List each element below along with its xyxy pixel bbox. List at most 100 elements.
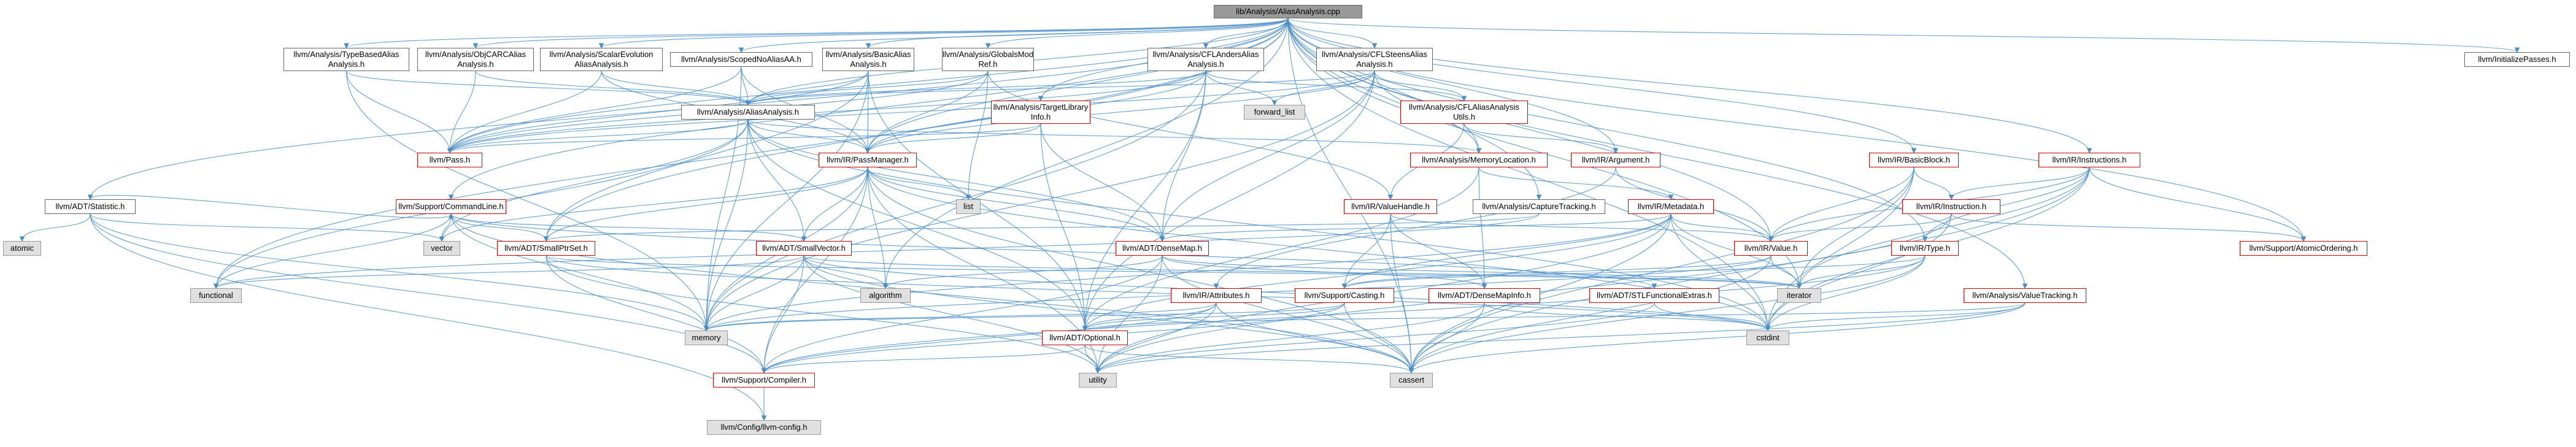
node-functional[interactable]: functional	[190, 288, 242, 303]
edge-statistic-to-vector	[90, 213, 445, 242]
node-instruction[interactable]: llvm/IR/Instruction.h	[1902, 199, 2000, 214]
node-instructions[interactable]: llvm/IR/Instructions.h	[2038, 153, 2140, 167]
node-label: llvm/Analysis/CaptureTracking.h	[1482, 202, 1596, 211]
node-valuetracking[interactable]: llvm/Analysis/ValueTracking.h	[1964, 288, 2086, 303]
edge-instructions-to-atomicordering	[2089, 167, 2307, 242]
node-label: llvm/Pass.h	[429, 155, 471, 164]
edge-cflsteens-to-pass	[447, 71, 1375, 154]
edge-globalsmod-to-aliasanalysis	[745, 71, 989, 106]
node-memory[interactable]: memory	[685, 330, 728, 345]
edge-smallvector-to-cstdint	[803, 255, 1771, 332]
edge-cflsteens-to-passmanager	[865, 71, 1375, 154]
node-capturetracking[interactable]: llvm/Analysis/CaptureTracking.h	[1473, 199, 1605, 214]
edge-cflanders-to-cflutils	[1205, 71, 1467, 102]
edge-smallvector-to-memory	[703, 255, 804, 332]
edge-type-to-casting	[1341, 255, 1926, 289]
edge-casting-to-memory	[703, 302, 1345, 332]
node-value[interactable]: llvm/IR/Value.h	[1734, 241, 1808, 256]
edge-memloc-to-densemapinfo	[1478, 167, 1487, 289]
edge-densemap-to-iterator	[1162, 255, 1802, 289]
node-pass[interactable]: llvm/Pass.h	[417, 153, 482, 167]
node-label: llvm/ADT/Statistic.h	[55, 202, 125, 211]
node-label: Utils.h	[1452, 112, 1476, 121]
node-list[interactable]: list	[956, 199, 981, 214]
node-label: llvm/Support/Casting.h	[1304, 291, 1385, 300]
edge-metadata-to-optional	[1082, 213, 1672, 332]
edge-metadata-to-cassert	[1408, 213, 1672, 374]
edge-commandline-to-smallptrset	[450, 213, 549, 242]
node-forwardlist[interactable]: forward_list	[1244, 105, 1305, 120]
node-scopednoalias[interactable]: llvm/Analysis/ScopedNoAliasAA.h	[670, 52, 812, 67]
node-argument[interactable]: llvm/IR/Argument.h	[1571, 153, 1660, 167]
node-label: llvm/IR/PassManager.h	[827, 155, 909, 164]
edge-valuetracking-to-utility	[1095, 302, 2026, 374]
edge-type-to-cassert	[1408, 255, 1926, 374]
node-atomicordering[interactable]: llvm/Support/AtomicOrdering.h	[2240, 241, 2367, 256]
edge-scopednoalias-to-pass	[447, 66, 742, 154]
node-type[interactable]: llvm/IR/Type.h	[1891, 241, 1959, 256]
node-basicblock[interactable]: llvm/IR/BasicBlock.h	[1869, 153, 1959, 167]
node-label: list	[963, 202, 973, 211]
node-metadata[interactable]: llvm/IR/Metadata.h	[1628, 199, 1714, 214]
node-label: llvm/Analysis/ScopedNoAliasAA.h	[681, 55, 801, 64]
node-label: llvm/Analysis/CFLAliasAnalysis	[1409, 102, 1519, 112]
node-memloc[interactable]: llvm/Analysis/MemoryLocation.h	[1410, 153, 1548, 167]
node-label: llvm/ADT/SmallVector.h	[762, 243, 846, 253]
edge-root-to-typebased	[344, 18, 1289, 49]
edge-passmanager-to-cstdint	[867, 167, 1771, 332]
edge-type-to-cstdint	[1765, 255, 1926, 332]
node-attributes[interactable]: llvm/IR/Attributes.h	[1171, 288, 1262, 303]
node-atomic[interactable]: atomic	[3, 241, 41, 256]
node-root[interactable]: lib/Analysis/AliasAnalysis.cpp	[1214, 5, 1362, 18]
node-label: cassert	[1398, 375, 1424, 384]
node-vector[interactable]: vector	[423, 241, 460, 256]
node-densemap[interactable]: llvm/ADT/DenseMap.h	[1116, 241, 1209, 256]
node-iterator[interactable]: iterator	[1777, 288, 1821, 303]
edge-globalsmod-to-valuehandle	[987, 71, 1394, 201]
edge-attributes-to-cassert	[1216, 302, 1414, 374]
node-passmanager[interactable]: llvm/IR/PassManager.h	[819, 153, 917, 167]
node-commandline[interactable]: llvm/Support/CommandLine.h	[396, 199, 506, 214]
edge-objcarc-to-pass	[447, 71, 476, 154]
node-compiler[interactable]: llvm/Support/Compiler.h	[713, 373, 815, 388]
node-stlfunctional[interactable]: llvm/ADT/STLFunctionalExtras.h	[1589, 288, 1719, 303]
edge-value-to-casting	[1341, 255, 1772, 289]
edge-metadata-to-casting	[1341, 213, 1672, 289]
edge-cflsteens-to-forwardlist	[1271, 71, 1375, 106]
edge-smallvector-to-compiler	[761, 255, 804, 374]
node-llvmconfig[interactable]: llvm/Config/llvm-config.h	[707, 420, 821, 435]
edge-root-to-cassert	[1287, 18, 1414, 374]
node-cassert[interactable]: cassert	[1390, 373, 1433, 388]
edge-value-to-cassert	[1408, 255, 1772, 374]
node-label: llvm/Support/Compiler.h	[722, 375, 806, 384]
node-smallptrset[interactable]: llvm/ADT/SmallPtrSet.h	[497, 241, 595, 256]
node-label: llvm/IR/Instruction.h	[1916, 202, 1987, 211]
node-optional[interactable]: llvm/ADT/Optional.h	[1042, 330, 1128, 345]
node-label: llvm/IR/Metadata.h	[1637, 202, 1705, 211]
node-statistic[interactable]: llvm/ADT/Statistic.h	[45, 199, 136, 214]
node-casting[interactable]: llvm/Support/Casting.h	[1295, 288, 1394, 303]
edge-valuehandle-to-densemapinfo	[1390, 213, 1487, 289]
node-label: Info.h	[1030, 112, 1051, 121]
node-label: functional	[199, 291, 233, 300]
node-cstdint[interactable]: cstdint	[1746, 330, 1789, 345]
node-algorithm[interactable]: algorithm	[860, 288, 911, 303]
node-label: Ref.h	[978, 59, 998, 69]
node-initpasses[interactable]: llvm/InitializePasses.h	[2464, 52, 2570, 67]
node-aliasanalysis[interactable]: llvm/Analysis/AliasAnalysis.h	[681, 105, 815, 120]
node-valuehandle[interactable]: llvm/IR/ValueHandle.h	[1344, 199, 1437, 214]
node-label: llvm/Analysis/AliasAnalysis.h	[696, 107, 800, 117]
node-smallvector[interactable]: llvm/ADT/SmallVector.h	[756, 241, 852, 256]
edge-root-to-algorithm	[882, 18, 1289, 289]
node-utility[interactable]: utility	[1079, 373, 1117, 388]
node-densemapinfo[interactable]: llvm/ADT/DenseMapInfo.h	[1429, 288, 1540, 303]
